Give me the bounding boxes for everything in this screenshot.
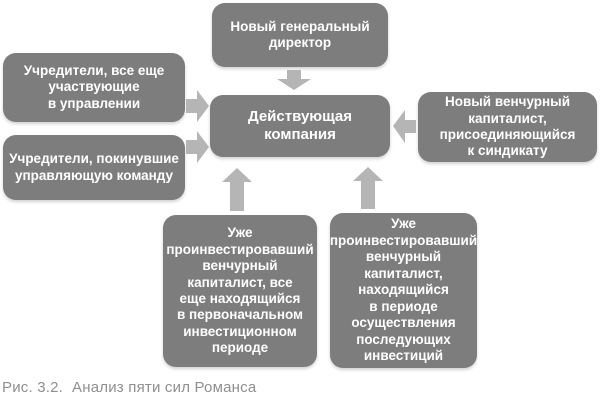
arrow-left-icon [393, 110, 416, 143]
arrow-right-icon [186, 90, 209, 122]
figure-caption-text: Анализ пяти сил Романса [72, 379, 257, 396]
arrow-up-icon [222, 168, 252, 211]
figure-caption: Рис. 3.2. Анализ пяти сил Романса [2, 379, 256, 396]
node-new-ceo: Новый генеральный директор [212, 3, 388, 67]
node-founders-active: Учредители, все еще участвующие в управл… [3, 53, 185, 122]
node-new-venture-capitalist: Новый венчурный капиталист, присоединяющ… [418, 92, 597, 162]
node-vc-initial-period: Уже проинвестировавший венчурный капитал… [163, 215, 317, 367]
arrow-up-icon [353, 167, 383, 209]
figure-caption-number: Рис. 3.2. [2, 379, 64, 396]
arrow-down-icon [277, 70, 311, 90]
node-operating-company: Действующая компания [210, 95, 390, 157]
node-founders-departed: Учредители, покинувшие управляющую коман… [3, 135, 185, 200]
arrow-right-icon [186, 131, 209, 163]
node-vc-followon-period: Уже проинвестировавший венчурный капитал… [330, 213, 477, 368]
